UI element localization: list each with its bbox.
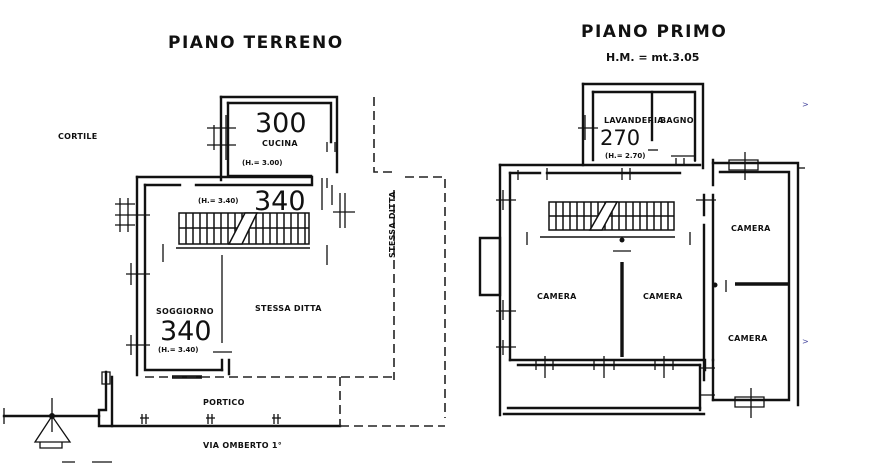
laundry-bath-walls xyxy=(578,82,705,170)
first-floor-title: PIANO PRIMO xyxy=(581,22,727,42)
portico-walls xyxy=(97,370,445,428)
stair-hall-area: 340 xyxy=(254,186,306,217)
ground-floor-staircase xyxy=(176,212,310,249)
first-floor-plan: PIANO PRIMO H.M. = mt.3.05 LAVANDERIA BA… xyxy=(478,22,809,418)
bedroom-4-label: CAMERA xyxy=(728,334,768,343)
kitchen-area: 300 xyxy=(255,108,307,139)
bedroom-2-label: CAMERA xyxy=(643,292,683,301)
margin-mark: > xyxy=(802,337,809,346)
first-floor-height-note: H.M. = mt.3.05 xyxy=(606,51,699,64)
street-label: VIA OMBERTO 1° xyxy=(203,441,282,450)
same-firm-label: STESSA DITTA xyxy=(255,304,322,313)
stair-hall-height: (H.= 3.40) xyxy=(198,197,239,205)
first-floor-walls xyxy=(478,158,716,417)
living-room-label: SOGGIORNO xyxy=(156,307,214,316)
right-wing-walls xyxy=(711,152,805,418)
kitchen-height: (H.= 3.00) xyxy=(242,159,283,167)
living-room-height: (H.= 3.40) xyxy=(158,346,199,354)
margin-mark: > xyxy=(802,100,809,109)
laundry-area: 270 xyxy=(600,126,640,150)
courtyard-label: CORTILE xyxy=(58,132,98,141)
same-firm-vertical-label: STESSA DITTA xyxy=(388,191,397,258)
ground-floor-walls xyxy=(115,175,446,418)
living-room-area: 340 xyxy=(160,316,212,347)
laundry-label: LAVANDERIA xyxy=(604,116,664,125)
ground-floor-title: PIANO TERRENO xyxy=(168,33,344,53)
laundry-height: (H.= 2.70) xyxy=(605,152,646,160)
entrance-arrow-icon xyxy=(2,398,101,449)
ground-floor-plan: PIANO TERRENO CORTILE 300 CUCINA (H.= 3.… xyxy=(2,33,446,463)
bedroom-3-label: CAMERA xyxy=(731,224,771,233)
portico-label: PORTICO xyxy=(203,398,245,407)
bedroom-1-label: CAMERA xyxy=(537,292,577,301)
kitchen-label: CUCINA xyxy=(262,139,298,148)
bath-label: BAGNO xyxy=(660,116,694,125)
first-floor-staircase xyxy=(540,201,675,238)
